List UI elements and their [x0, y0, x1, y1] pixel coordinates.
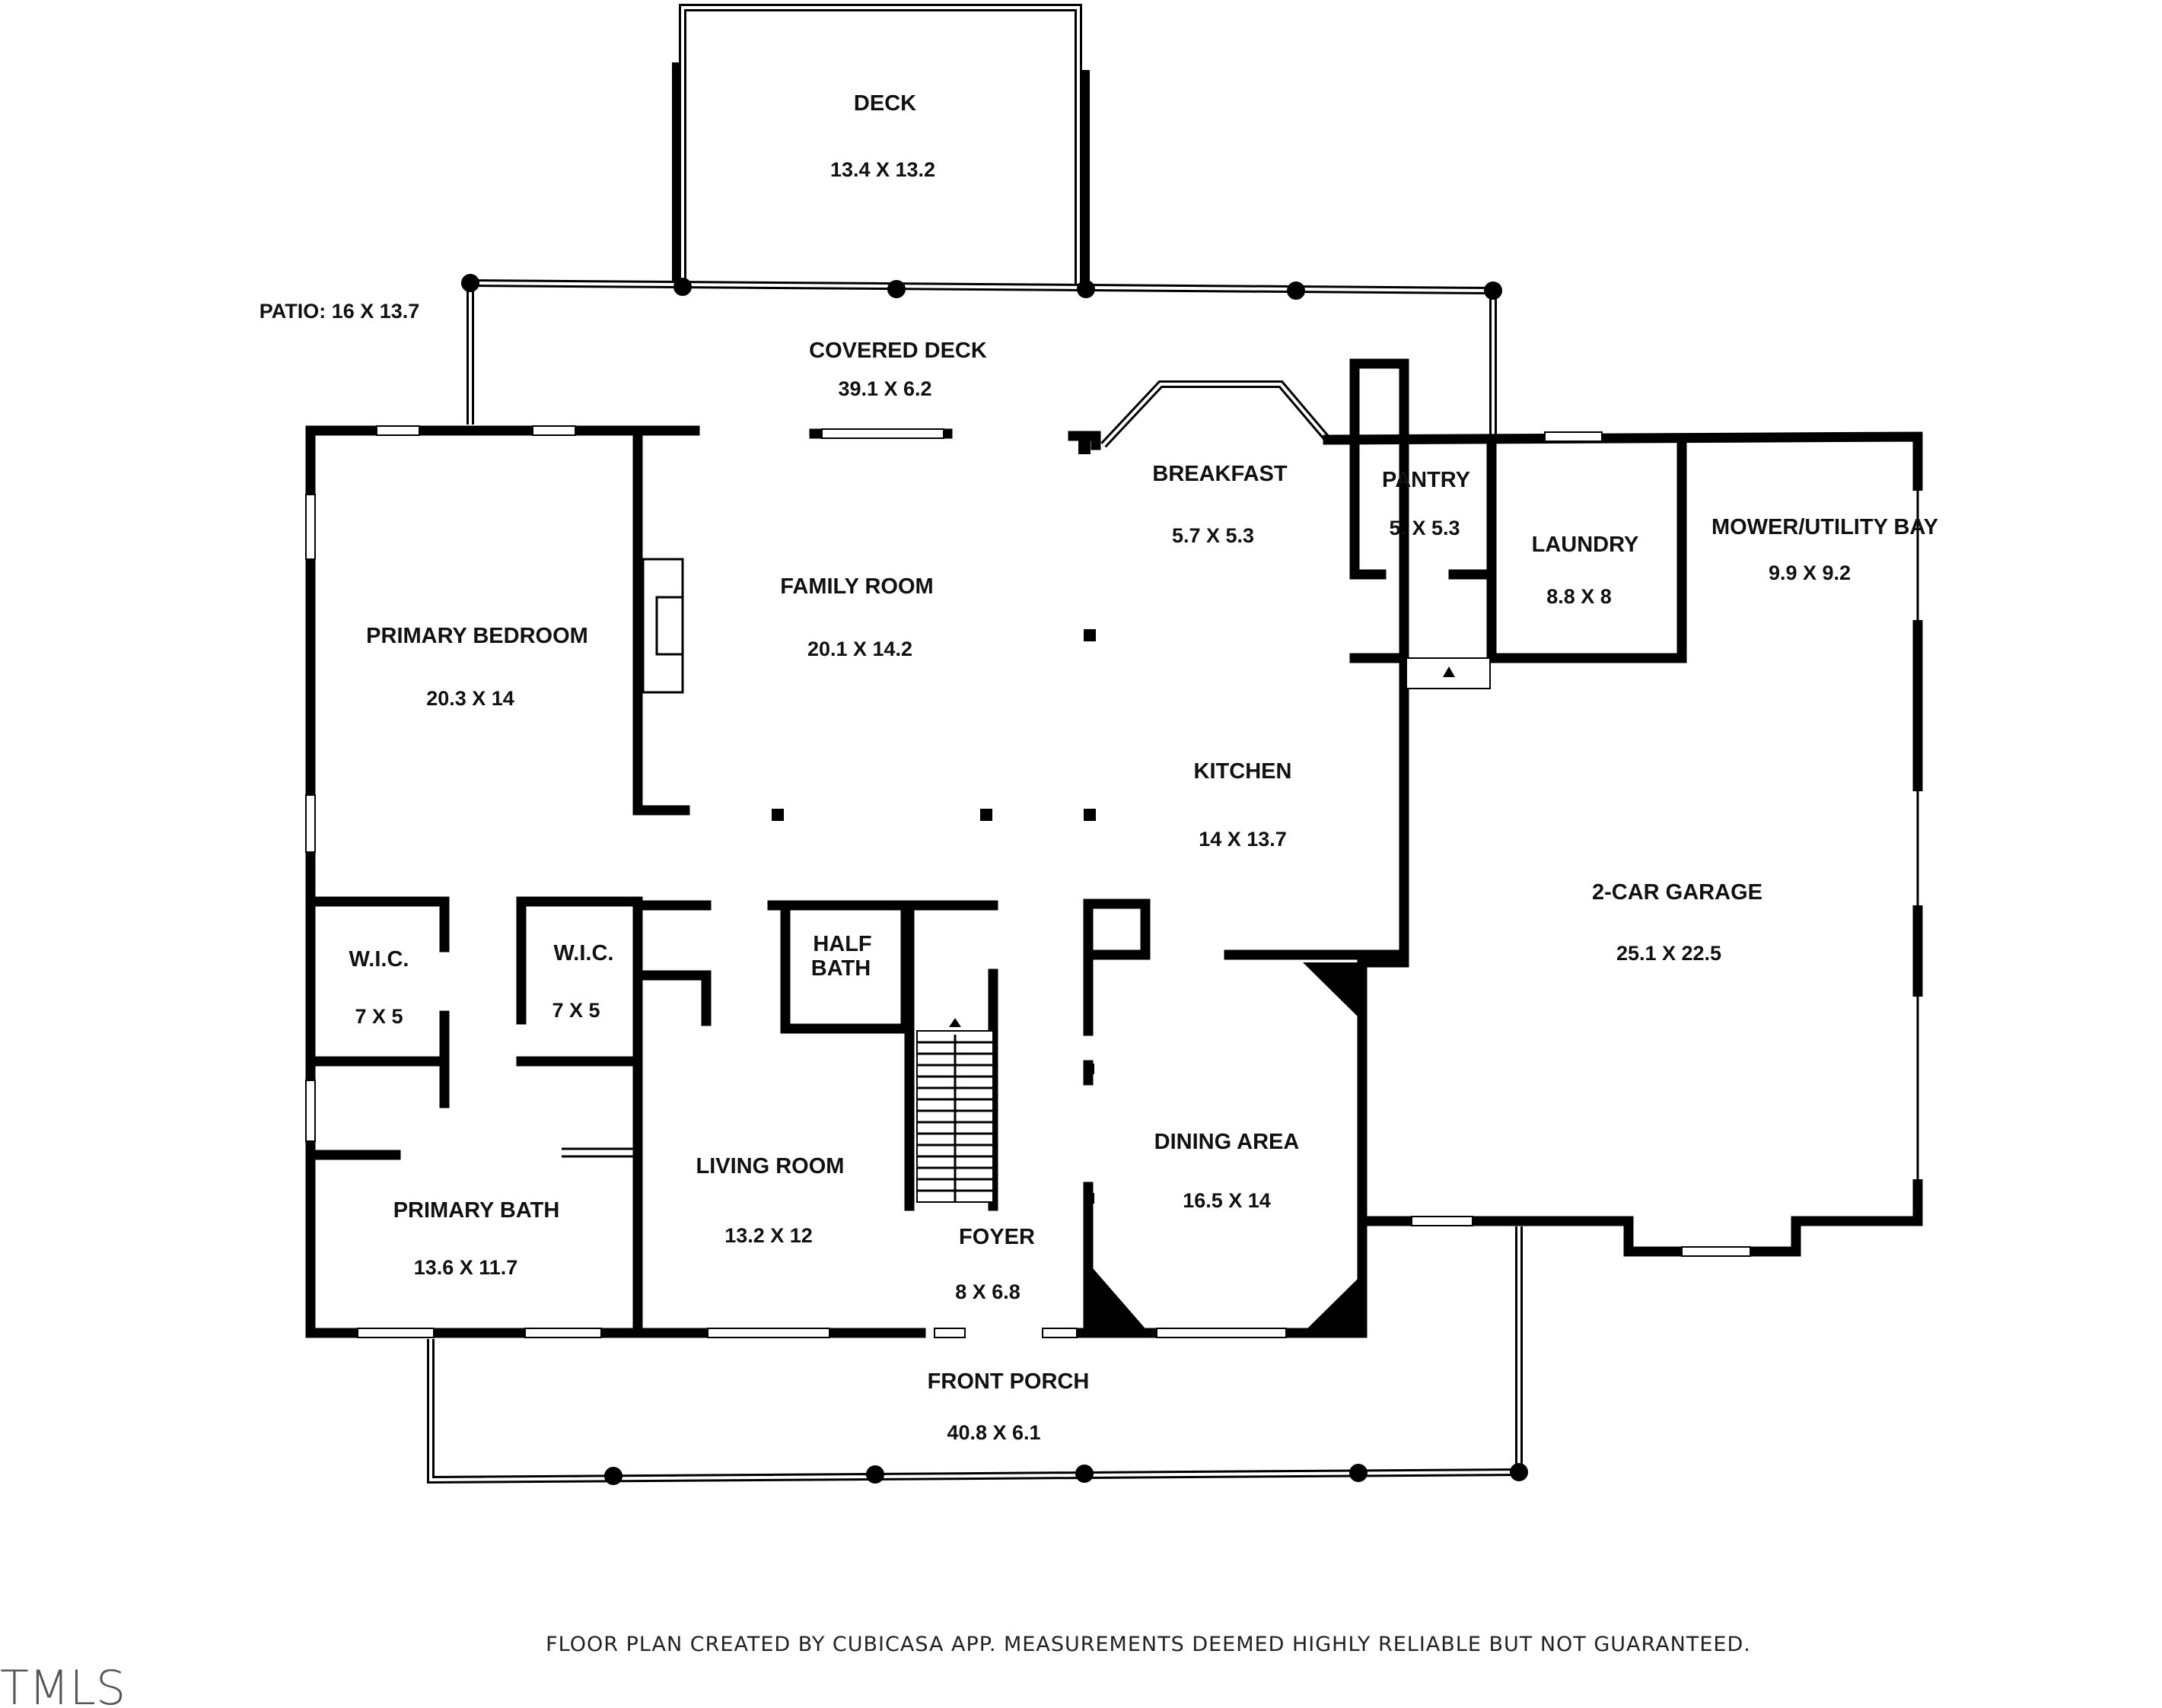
mower-name: MOWER/UTILITY BAY — [1711, 515, 1938, 539]
garage-name: 2-CAR GARAGE — [1592, 880, 1762, 905]
primary-bedroom-name: PRIMARY BEDROOM — [366, 624, 588, 648]
deck-name: DECK — [854, 91, 916, 116]
wic-left-dim: 7 X 5 — [355, 1005, 403, 1028]
patio-label: PATIO: 16 X 13.7 — [260, 300, 420, 323]
exterior-walls — [305, 358, 1923, 1338]
kitchen-name: KITCHEN — [1194, 759, 1292, 784]
living-room-name: LIVING ROOM — [696, 1154, 845, 1178]
entry-arrow — [1406, 657, 1491, 689]
wic-right-dim: 7 X 5 — [552, 999, 600, 1022]
porch-post — [1075, 1465, 1094, 1483]
laundry-name: LAUNDRY — [1532, 533, 1639, 557]
deck-post — [1287, 281, 1305, 300]
half-bath-line2: BATH — [811, 956, 871, 981]
primary-bath-dim: 13.6 X 11.7 — [414, 1256, 518, 1279]
living-room-dim: 13.2 X 12 — [724, 1224, 813, 1247]
foyer-dim: 8 X 6.8 — [955, 1280, 1021, 1303]
pantry-name: PANTRY — [1382, 468, 1470, 492]
covered-deck-railing — [461, 274, 1502, 437]
staircase — [916, 1018, 994, 1203]
porch-post — [1349, 1464, 1368, 1482]
front-porch-name: FRONT PORCH — [928, 1369, 1090, 1394]
interior-columns — [772, 629, 1096, 1204]
kitchen-dim: 14 X 13.7 — [1199, 828, 1287, 851]
deck-post — [1077, 280, 1095, 298]
family-room-name: FAMILY ROOM — [780, 574, 933, 599]
porch-post — [604, 1467, 622, 1485]
laundry-dim: 8.8 X 8 — [1546, 585, 1612, 608]
garage-openings — [1909, 491, 1925, 1179]
watermark: TMLS — [0, 1660, 126, 1708]
porch-post — [1510, 1463, 1528, 1481]
windows — [305, 425, 1751, 1338]
breakfast-dim: 5.7 X 5.3 — [1172, 524, 1254, 547]
wic-left-name: W.I.C. — [349, 947, 409, 972]
covered-deck-name: COVERED DECK — [809, 339, 987, 363]
porch-post — [866, 1465, 884, 1484]
foyer-name: FOYER — [959, 1225, 1035, 1249]
breakfast-name: BREAKFAST — [1152, 462, 1288, 486]
deck-post — [461, 274, 479, 292]
deck-dim: 13.4 X 13.2 — [830, 158, 935, 181]
mower-dim: 9.9 X 9.2 — [1769, 561, 1851, 584]
family-room-dim: 20.1 X 14.2 — [807, 638, 912, 660]
deck-post — [887, 280, 906, 298]
wic-right-name: W.I.C. — [554, 941, 614, 965]
covered-deck-dim: 39.1 X 6.2 — [838, 377, 931, 400]
footer-note: FLOOR PLAN CREATED BY CUBICASA APP. MEAS… — [546, 1633, 1751, 1656]
dining-area-name: DINING AREA — [1154, 1130, 1300, 1154]
pantry-dim: 5. X 5.3 — [1389, 517, 1460, 539]
front-porch-railing — [427, 1226, 1528, 1485]
primary-bath-name: PRIMARY BATH — [393, 1198, 560, 1223]
half-bath-line1: HALF — [813, 932, 871, 956]
deck-outline — [672, 4, 1090, 289]
dining-area-dim: 16.5 X 14 — [1183, 1189, 1271, 1212]
dining-chamfers — [1088, 962, 1362, 1333]
garage-dim: 25.1 X 22.5 — [1616, 942, 1721, 965]
deck-post — [673, 278, 692, 296]
primary-bedroom-dim: 20.3 X 14 — [426, 687, 514, 710]
front-porch-dim: 40.8 X 6.1 — [947, 1421, 1040, 1444]
deck-post — [1484, 281, 1502, 300]
